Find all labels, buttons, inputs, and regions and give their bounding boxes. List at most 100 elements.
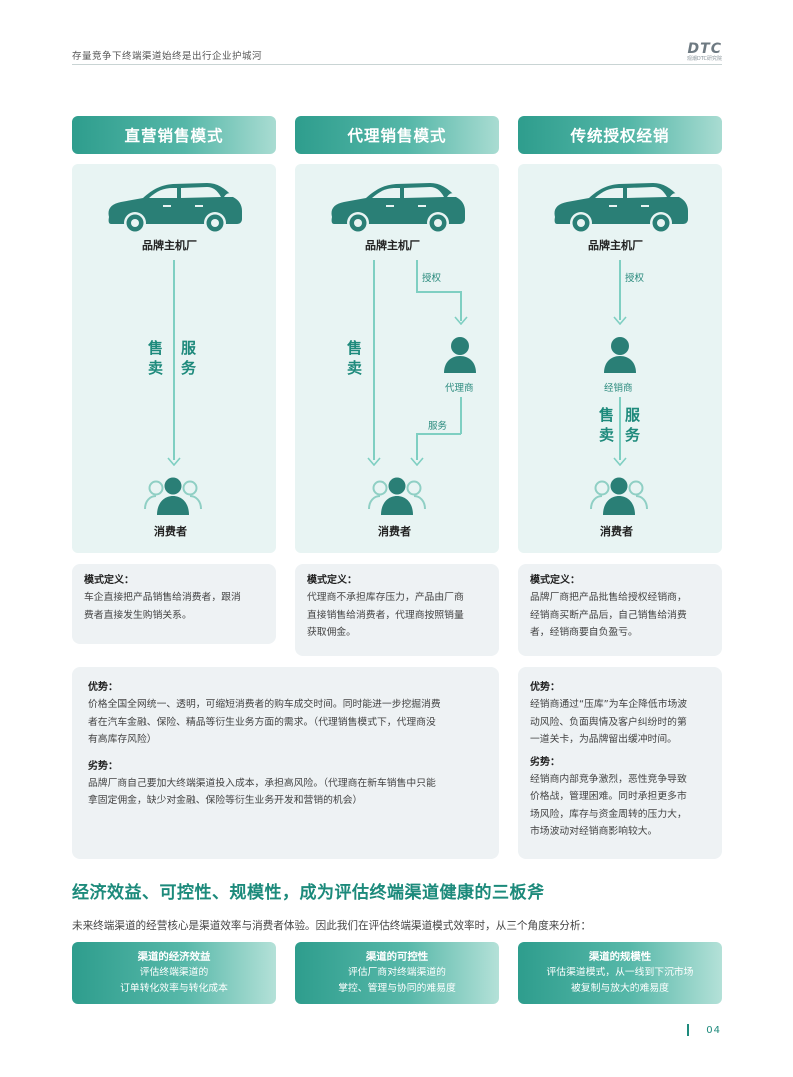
flow-line-auth xyxy=(416,291,461,293)
node-consumer: 消费者 xyxy=(378,525,411,538)
definition-line: 经销商买断产品后，自己销售给消费 xyxy=(530,609,687,621)
pros-cons-box-dealer: 优势： 经销商通过“压库”为车企降低市场波 动风险、负面舆情及客户纠纷时的第 一… xyxy=(518,667,722,859)
logo: DTC 观潮DTC研究院 xyxy=(687,42,722,62)
node-dealer: 经销商 xyxy=(604,383,633,394)
disadvantages-line: 经销商内部竞争激烈，恶性竞争导致 xyxy=(530,773,687,785)
flow-line-service xyxy=(416,433,461,435)
disadvantages-line: 拿固定佣金，缺少对金融、保险等衍生业务开发和营销的机会） xyxy=(88,795,363,806)
node-consumer: 消费者 xyxy=(600,525,633,538)
label-sell: 售卖 xyxy=(347,339,363,377)
label-service: 服务 xyxy=(428,421,448,432)
label-sell: 售卖 xyxy=(148,339,164,377)
definition-line: 费者直接发生购销关系。 xyxy=(84,609,192,621)
header-title: 存量竞争下终端渠道始终是出行企业护城河 xyxy=(72,51,263,62)
consumer-group-icon xyxy=(589,475,649,515)
label-sell: 售卖 xyxy=(599,406,615,444)
card-scalability: 渠道的规模性 评估渠道模式，从一线到下沉市场 被复制与放大的难易度 xyxy=(518,942,722,1004)
disadvantages-title: 劣势： xyxy=(530,756,560,768)
page-number-divider xyxy=(687,1024,689,1036)
card-line: 评估渠道模式，从一线到下沉市场 xyxy=(546,967,694,978)
advantages-title: 优势： xyxy=(530,682,560,693)
card-controllability: 渠道的可控性 评估厂商对终端渠道的 掌控、管理与协同的难易度 xyxy=(295,942,499,1004)
flow-line xyxy=(619,397,621,460)
flow-line-service xyxy=(416,433,418,460)
definition-line: 代理商不承担库存压力，产品由厂商 xyxy=(307,592,464,603)
arrow-down-icon xyxy=(167,457,181,466)
advantages-line: 动风险、负面舆情及客户纠纷时的第 xyxy=(530,716,687,728)
card-title: 渠道的规模性 xyxy=(588,951,652,963)
label-service: 服务 xyxy=(181,339,197,377)
definition-line: 车企直接把产品销售给消费者，跟消 xyxy=(84,592,241,603)
flow-line-auth xyxy=(619,260,621,320)
agent-icon xyxy=(442,335,478,373)
card-line: 掌控、管理与协同的难易度 xyxy=(338,983,456,994)
label-authorize: 授权 xyxy=(625,273,645,284)
definition-line: 直接销售给消费者，代理商按照销量 xyxy=(307,609,464,621)
definition-title: 模式定义： xyxy=(84,575,134,586)
arrow-down-icon xyxy=(410,457,424,466)
flow-panel-direct: 品牌主机厂 售卖 服务 消费者 xyxy=(72,164,276,553)
card-line: 订单转化效率与转化成本 xyxy=(120,983,228,994)
definition-title: 模式定义： xyxy=(307,575,357,586)
disadvantages-line: 品牌厂商自己要加大终端渠道投入成本，承担高风险。（代理商在新车销售中只能 xyxy=(88,777,436,789)
car-icon xyxy=(549,177,689,235)
pros-cons-box-direct-agency: 优势： 价格全国全网统一、透明，可缩短消费者的购车成交时间。同时能进一步挖掘消费… xyxy=(72,667,499,859)
advantages-line: 一道关卡，为品牌留出缓冲时间。 xyxy=(530,734,677,745)
disadvantages-line: 价格战，管理困难。同时承担更多市 xyxy=(530,791,687,802)
column-title-dealer: 传统授权经销 xyxy=(518,116,722,154)
card-title: 渠道的经济效益 xyxy=(137,951,211,963)
section-title: 经济效益、可控性、规模性，成为评估终端渠道健康的三板斧 xyxy=(72,883,545,903)
flow-line-auth xyxy=(416,260,418,292)
advantages-line: 者在汽车金融、保险、精品等衍生业务方面的需求。（代理销售模式下，代理商没 xyxy=(88,716,436,728)
logo-mark: DTC xyxy=(687,41,722,57)
column-title-direct: 直营销售模式 xyxy=(72,116,276,154)
flow-line-auth xyxy=(460,291,462,321)
disadvantages-line: 市场波动对经销商影响较大。 xyxy=(530,826,658,837)
node-manufacturer: 品牌主机厂 xyxy=(588,239,643,252)
flow-panel-dealer: 品牌主机厂 授权 经销商 售卖 服务 消费者 xyxy=(518,164,722,553)
arrow-down-icon xyxy=(454,316,468,325)
node-agent: 代理商 xyxy=(445,383,474,394)
node-consumer: 消费者 xyxy=(154,525,187,538)
disadvantages-line: 场风险，库存与资金周转的压力大， xyxy=(530,808,687,820)
label-authorize: 授权 xyxy=(422,273,442,284)
header-divider xyxy=(72,64,722,65)
arrow-down-icon xyxy=(367,457,381,466)
node-manufacturer: 品牌主机厂 xyxy=(365,239,420,252)
flow-line-service xyxy=(460,397,462,434)
label-service: 服务 xyxy=(625,406,641,444)
definition-box-dealer: 模式定义： 品牌厂商把产品批售给授权经销商， 经销商买断产品后，自己销售给消费 … xyxy=(518,564,722,656)
advantages-line: 价格全国全网统一、透明，可缩短消费者的购车成交时间。同时能进一步挖掘消费 xyxy=(88,699,441,710)
consumer-group-icon xyxy=(143,475,203,515)
page-number: 04 xyxy=(706,1025,721,1036)
definition-box-direct: 模式定义： 车企直接把产品销售给消费者，跟消 费者直接发生购销关系。 xyxy=(72,564,276,644)
card-line: 评估厂商对终端渠道的 xyxy=(348,967,446,978)
advantages-line: 有高库存风险） xyxy=(88,734,157,745)
column-title-agency: 代理销售模式 xyxy=(295,116,499,154)
consumer-group-icon xyxy=(367,475,427,515)
definition-box-agency: 模式定义： 代理商不承担库存压力，产品由厂商 直接销售给消费者，代理商按照销量 … xyxy=(295,564,499,656)
arrow-down-icon xyxy=(613,457,627,466)
node-manufacturer: 品牌主机厂 xyxy=(142,239,197,252)
card-title: 渠道的可控性 xyxy=(365,951,429,963)
advantages-line: 经销商通过“压库”为车企降低市场波 xyxy=(530,699,688,710)
advantages-title: 优势： xyxy=(88,682,118,693)
arrow-down-icon xyxy=(613,316,627,325)
flow-panel-agency: 品牌主机厂 售卖 授权 代理商 服务 消费者 xyxy=(295,164,499,553)
page-header: 存量竞争下终端渠道始终是出行企业护城河 DTC 观潮DTC研究院 xyxy=(72,42,722,66)
flow-line xyxy=(173,260,175,460)
car-icon xyxy=(103,177,243,235)
card-line: 被复制与放大的难易度 xyxy=(571,983,669,994)
definition-line: 者，经销商要自负盈亏。 xyxy=(530,627,638,638)
dealer-icon xyxy=(602,335,638,373)
section-intro: 未来终端渠道的经营核心是渠道效率与消费者体验。因此我们在评估终端渠道模式效率时，… xyxy=(72,920,592,932)
flow-line-sell xyxy=(373,260,375,460)
card-economic-benefit: 渠道的经济效益 评估终端渠道的 订单转化效率与转化成本 xyxy=(72,942,276,1004)
car-icon xyxy=(326,177,466,235)
disadvantages-title: 劣势： xyxy=(88,760,118,772)
logo-subtitle: 观潮DTC研究院 xyxy=(686,56,722,62)
definition-line: 获取佣金。 xyxy=(307,627,356,638)
definition-title: 模式定义： xyxy=(530,575,580,586)
definition-line: 品牌厂商把产品批售给授权经销商， xyxy=(530,592,687,603)
card-line: 评估终端渠道的 xyxy=(139,967,209,978)
